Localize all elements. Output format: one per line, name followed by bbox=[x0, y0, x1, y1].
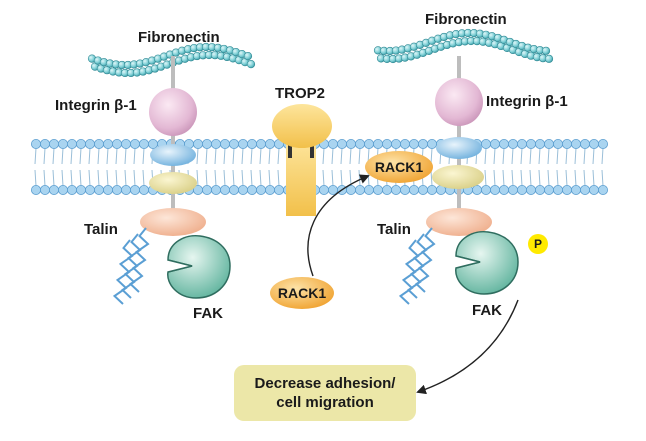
label-fibronectin-left: Fibronectin bbox=[138, 29, 220, 46]
outcome-box: Decrease adhesion/ cell migration bbox=[234, 365, 416, 421]
talin-right bbox=[426, 208, 492, 236]
label-integrin-left: Integrin β-1 bbox=[55, 97, 137, 114]
phosphorylation-badge bbox=[528, 234, 548, 254]
fak-right bbox=[455, 230, 519, 295]
outcome-line-2: cell migration bbox=[276, 394, 374, 411]
trop2-anchor-left bbox=[288, 138, 292, 158]
integrin-stalk-right bbox=[457, 56, 461, 214]
integrin-complex-left bbox=[112, 56, 231, 305]
integrin-transmembrane-blue-left bbox=[150, 144, 196, 166]
integrin-head-left bbox=[149, 88, 197, 136]
integrin-transmembrane-yellow-left bbox=[149, 172, 197, 194]
label-talin-right: Talin bbox=[377, 221, 411, 238]
integrin-head-right bbox=[435, 78, 483, 126]
label-integrin-right: Integrin β-1 bbox=[486, 93, 568, 110]
integrin-transmembrane-yellow-right bbox=[432, 165, 484, 189]
trop2-receptor bbox=[272, 104, 332, 216]
label-talin-left: Talin bbox=[84, 221, 118, 238]
outcome-line-1: Decrease adhesion/ bbox=[254, 374, 396, 392]
label-trop2: TROP2 bbox=[275, 85, 326, 102]
actin-filaments-right bbox=[398, 227, 436, 305]
label-fak-right: FAK bbox=[472, 302, 502, 319]
label-rack1-cytoplasm: RACK1 bbox=[277, 285, 327, 301]
arrow-fak-to-outcome bbox=[416, 299, 519, 395]
talin-left bbox=[140, 208, 206, 236]
actin-filaments-left bbox=[112, 227, 150, 305]
label-rack1-membrane: RACK1 bbox=[374, 159, 424, 175]
fibronectin-chain-right bbox=[373, 28, 554, 64]
fak-left bbox=[167, 234, 231, 299]
lipid-bilayer bbox=[30, 138, 609, 195]
rack1-cytoplasm-ellipse bbox=[270, 277, 334, 309]
label-fak-left: FAK bbox=[193, 305, 223, 322]
rack1-membrane-ellipse bbox=[365, 151, 433, 183]
integrin-complex-right bbox=[398, 56, 548, 305]
integrin-transmembrane-blue-right bbox=[436, 137, 482, 159]
arrow-rack1-translocation bbox=[307, 174, 370, 277]
label-phospho: P bbox=[533, 237, 542, 251]
fibronectin-chain-left bbox=[87, 42, 256, 78]
trop2-anchor-right bbox=[310, 138, 314, 158]
label-fibronectin-right: Fibronectin bbox=[425, 11, 507, 28]
trop2-head bbox=[272, 104, 332, 148]
